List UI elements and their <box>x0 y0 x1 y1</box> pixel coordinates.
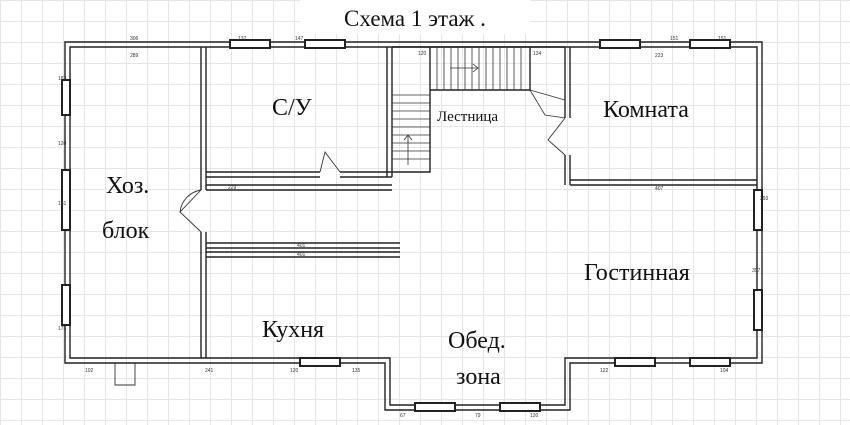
dim-label: 289 <box>130 53 139 59</box>
dim-label: 79 <box>475 413 481 419</box>
dim-label: 397 <box>752 268 761 274</box>
window <box>599 39 641 49</box>
window <box>414 402 456 412</box>
label-storage-2: блок <box>102 218 150 244</box>
stair-outline <box>392 46 565 173</box>
dim-label: 137 <box>238 36 247 42</box>
dim-label: 122 <box>600 368 609 374</box>
outer-wall-inner <box>69 46 758 406</box>
label-kitchen: Кухня <box>262 317 324 343</box>
dim-label: 147 <box>295 36 304 42</box>
label-living: Гостинная <box>584 260 690 286</box>
label-bathroom: С/У <box>272 95 312 121</box>
dim-label: 223 <box>655 53 664 59</box>
dim-label: 131 <box>58 201 67 207</box>
dim-label: 401 <box>297 252 306 258</box>
window <box>689 39 731 49</box>
window <box>229 39 271 49</box>
dim-label: 151 <box>670 36 679 42</box>
label-room: Комната <box>603 97 689 123</box>
dim-label: 104 <box>720 368 729 374</box>
door-bathroom <box>319 150 341 173</box>
label-dining-2: зона <box>456 364 501 390</box>
window <box>304 39 346 49</box>
dim-label: 407 <box>655 186 664 192</box>
window <box>61 169 71 231</box>
window <box>499 402 541 412</box>
dim-label: 120 <box>418 51 427 57</box>
window <box>61 284 71 326</box>
storage-wall <box>200 47 207 358</box>
dim-label: 183 <box>58 76 67 82</box>
window <box>689 357 731 367</box>
door-entry <box>114 363 136 386</box>
dim-label: 229 <box>228 185 237 191</box>
dim-label: 67 <box>400 413 406 419</box>
dim-label: 306 <box>130 36 139 42</box>
dim-label: 151 <box>718 36 727 42</box>
door-room <box>547 117 566 156</box>
window <box>299 357 341 367</box>
corridor-wall <box>206 184 392 191</box>
label-stairs: Лестница <box>437 109 498 125</box>
dim-label: 393 <box>760 196 769 202</box>
bathroom-wall <box>206 47 393 178</box>
room-wall <box>564 47 757 186</box>
dim-label: 120 <box>58 141 67 147</box>
window <box>753 289 763 331</box>
label-dining: Обед. <box>448 328 506 354</box>
dim-label: 120 <box>290 368 299 374</box>
outer-wall <box>64 41 763 411</box>
dim-label: 173 <box>58 326 67 332</box>
dim-label: 102 <box>85 368 94 374</box>
door-storage <box>179 189 202 233</box>
dim-label: 135 <box>352 368 361 374</box>
corridor-wall-lower <box>206 242 400 258</box>
window <box>61 79 71 116</box>
dim-label: 120 <box>530 413 539 419</box>
dim-label: 134 <box>533 51 542 57</box>
window <box>614 357 656 367</box>
page-title: Схема 1 этаж . <box>300 0 530 34</box>
dim-label: 401 <box>297 243 306 249</box>
dim-label: 241 <box>205 368 214 374</box>
window <box>753 189 763 231</box>
label-storage: Хоз. <box>106 173 149 199</box>
